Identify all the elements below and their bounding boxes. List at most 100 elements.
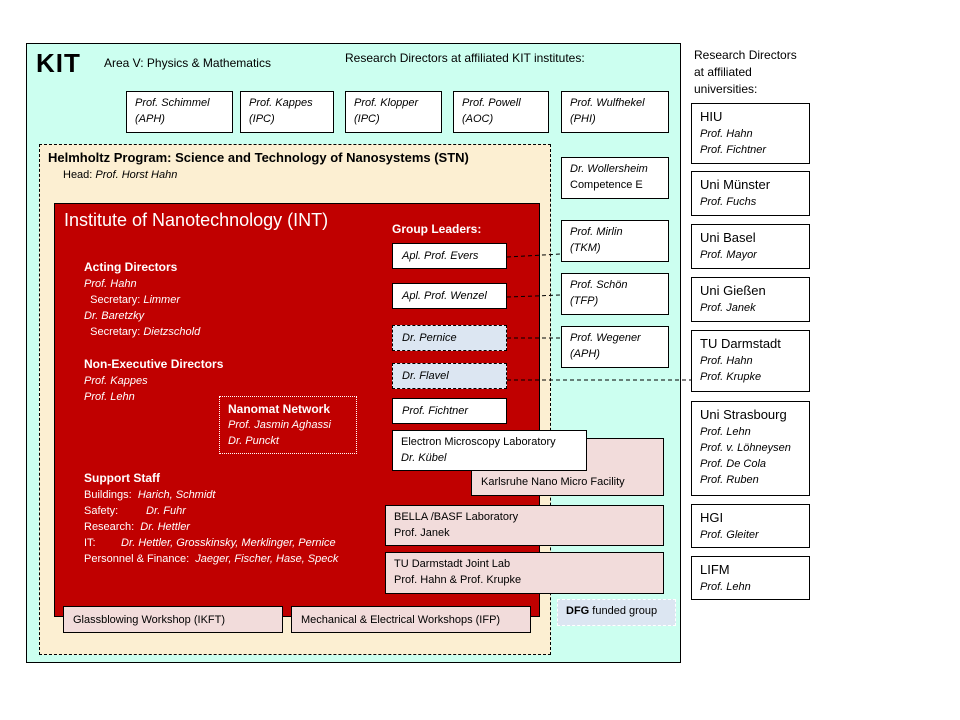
support-names: Harich, Schmidt [137, 489, 216, 501]
kit-logo: KIT [36, 48, 81, 78]
int-title: Institute of Nanotechnology (INT) [64, 210, 329, 230]
nanomat-network-box: Nanomat Network Prof. Jasmin Aghassi Dr.… [219, 396, 357, 454]
dfg-label: DFG [566, 605, 590, 617]
dfg-rest: funded group [589, 605, 658, 617]
universities-title-line: universities: [694, 82, 758, 96]
institute-abbrev: (IPC) [249, 113, 275, 125]
area-label: Area V: Physics & Mathematics [104, 56, 271, 70]
bella-lab-person: Prof. Janek [394, 527, 450, 539]
director-name: Prof. Klopper [354, 97, 419, 109]
university-box-lifm: LIFM Prof. Lehn [691, 556, 810, 600]
group-leader-box: Apl. Prof. Evers [392, 243, 507, 269]
competence-person: Dr. Wollersheim [570, 163, 648, 175]
institute-abbrev: (PHI) [570, 113, 596, 125]
tud-lab-box: TU Darmstadt Joint Lab Prof. Hahn & Prof… [385, 552, 664, 594]
em-lab-title: Electron Microscopy Laboratory [401, 436, 556, 448]
support-staff-title: Support Staff [84, 471, 160, 485]
tud-lab-title: TU Darmstadt Joint Lab [394, 558, 511, 570]
kit-directors-title: Research Directors at affiliated KIT ins… [345, 51, 585, 65]
support-names: Jaeger, Fischer, Hase, Speck [195, 553, 339, 565]
university-box-hgi: HGI Prof. Gleiter [691, 504, 810, 548]
university-name: Uni Basel [700, 230, 756, 245]
nanomat-person: Dr. Punckt [228, 435, 279, 447]
nonexec-directors-list: Prof. Kappes Prof. Lehn [84, 373, 148, 405]
secretary-label: Secretary: [90, 326, 141, 338]
university-person: Prof. De Cola [700, 458, 767, 470]
universities-title: Research Directors at affiliated univers… [694, 47, 797, 98]
university-box-muenster: Uni Münster Prof. Fuchs [691, 171, 810, 216]
secretary-line: Secretary: Dietzschold [84, 324, 200, 340]
glassblowing-workshop: Glassblowing Workshop (IKFT) [63, 606, 283, 633]
university-person: Prof. Janek [700, 302, 756, 314]
group-leader-box: Dr. Flavel [392, 363, 507, 389]
university-person: Prof. Ruben [700, 474, 759, 486]
university-name: Uni Strasbourg [700, 407, 787, 422]
secretary-line: Secretary: Limmer [84, 292, 200, 308]
nanomat-person: Prof. Jasmin Aghassi [228, 419, 331, 431]
acting-directors-list: Prof. Hahn Secretary: Limmer Dr. Baretzk… [84, 276, 200, 340]
university-box-tu-darmstadt: TU Darmstadt Prof. Hahn Prof. Krupke [691, 330, 810, 392]
secretary-name: Limmer [143, 294, 180, 306]
kit-institute-box: Prof. Kappes (IPC) [240, 91, 334, 133]
partner-name: Prof. Mirlin [570, 226, 623, 238]
university-person: Prof. Fuchs [700, 196, 757, 208]
nonexec-director: Prof. Kappes [84, 375, 148, 387]
university-name: LIFM [700, 562, 730, 577]
nonexec-directors-title: Non-Executive Directors [84, 357, 224, 371]
university-person: Prof. Krupke [700, 371, 762, 383]
university-name: Uni Gießen [700, 283, 766, 298]
stn-head-label: Head: [63, 169, 93, 181]
university-person: Prof. Mayor [700, 249, 757, 261]
support-names: Dr. Hettler [140, 521, 190, 533]
support-names: Dr. Fuhr [146, 505, 186, 517]
partner-name: Prof. Wegener [570, 332, 641, 344]
group-leader-box: Dr. Pernice [392, 325, 507, 351]
partner-inst: (TFP) [570, 295, 599, 307]
secretary-name: Dietzschold [143, 326, 201, 338]
director-name: Prof. Wulfhekel [570, 97, 645, 109]
support-role: Personnel & Finance: [84, 553, 190, 565]
university-person: Prof. Lehn [700, 426, 751, 438]
university-person: Prof. Hahn [700, 355, 753, 367]
support-row: Research: Dr. Hettler [84, 519, 338, 535]
university-name: HGI [700, 510, 724, 525]
university-box-hiu: HIU Prof. Hahn Prof. Fichtner [691, 103, 810, 164]
support-role: Buildings: [84, 489, 132, 501]
competence-label: Competence E [570, 179, 643, 191]
partner-box: Prof. Schön (TFP) [561, 273, 669, 315]
support-names: Dr. Hettler, Grosskinsky, Merklinger, Pe… [121, 537, 336, 549]
support-row: IT: Dr. Hettler, Grosskinsky, Merklinger,… [84, 535, 338, 551]
em-lab-box: Electron Microscopy Laboratory Dr. Kübel [392, 430, 587, 471]
university-person: Prof. Gleiter [700, 529, 759, 541]
acting-directors-title: Acting Directors [84, 260, 178, 274]
nanomat-title: Nanomat Network [228, 402, 331, 416]
support-role: IT: [84, 537, 96, 549]
institute-abbrev: (AOC) [462, 113, 494, 125]
stn-title: Helmholtz Program: Science and Technolog… [48, 150, 469, 165]
mech-elec-workshop: Mechanical & Electrical Workshops (IFP) [291, 606, 531, 633]
tud-lab-person: Prof. Hahn & Prof. Krupke [394, 574, 522, 586]
support-row: Buildings: Harich, Schmidt [84, 487, 338, 503]
acting-director: Prof. Hahn [84, 278, 137, 290]
partner-name: Prof. Schön [570, 279, 628, 291]
university-name: TU Darmstadt [700, 336, 781, 351]
support-role: Safety: [84, 505, 119, 517]
kit-institute-box: Prof. Wulfhekel (PHI) [561, 91, 669, 133]
partner-inst: (TKM) [570, 242, 601, 254]
university-box-giessen: Uni Gießen Prof. Janek [691, 277, 810, 322]
university-name: Uni Münster [700, 177, 771, 192]
university-person: Prof. Lehn [700, 581, 751, 593]
kit-institute-box: Prof. Klopper (IPC) [345, 91, 442, 133]
support-role: Research: [84, 521, 135, 533]
support-staff-list: Buildings: Harich, Schmidt Safety: Dr. Fu… [84, 487, 338, 567]
university-name: HIU [700, 109, 723, 124]
partner-inst: (APH) [570, 348, 600, 360]
group-leader-box: Apl. Prof. Wenzel [392, 283, 507, 309]
university-person: Prof. v. Löhneysen [700, 442, 791, 454]
knmf-label: Karlsruhe Nano Micro Facility [481, 476, 625, 488]
nonexec-director: Prof. Lehn [84, 391, 135, 403]
group-leader-box: Prof. Fichtner [392, 398, 507, 424]
university-box-strasbourg: Uni Strasbourg Prof. Lehn Prof. v. Löhne… [691, 401, 810, 496]
university-box-basel: Uni Basel Prof. Mayor [691, 224, 810, 269]
university-person: Prof. Hahn [700, 128, 753, 140]
